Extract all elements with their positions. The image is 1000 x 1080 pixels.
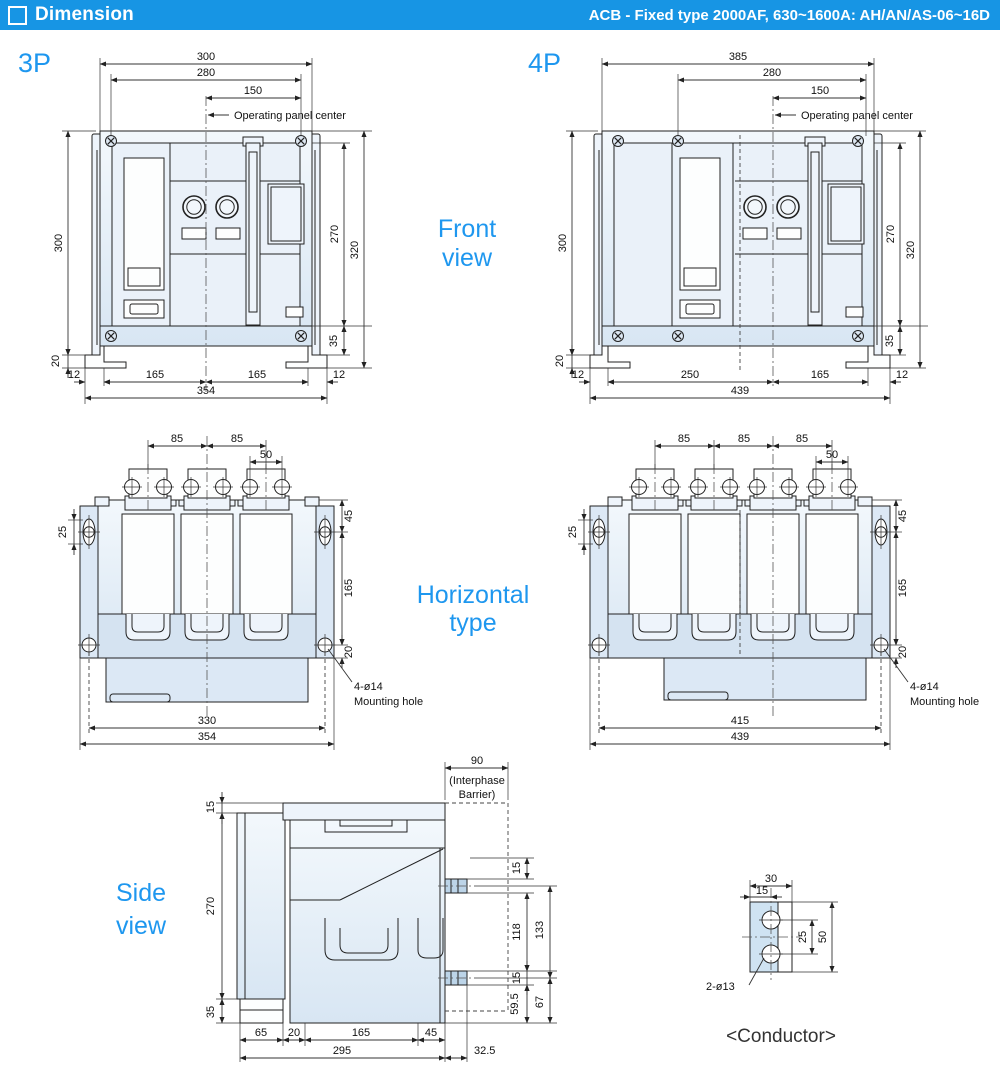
dim-front3-280: 280 [197, 67, 215, 79]
dimension-square-icon [8, 5, 27, 25]
dim-front4-h20: 20 [554, 355, 566, 367]
label-side-view-2: view [116, 912, 167, 940]
dim-front3-320: 320 [349, 241, 361, 259]
dim-horiz4-45: 45 [897, 510, 909, 522]
dim-horiz3-25: 25 [57, 526, 69, 538]
dim-front4-12l: 12 [572, 369, 584, 381]
dim-side-67: 67 [534, 996, 546, 1008]
dim-front4-250: 250 [681, 369, 699, 381]
dim-horiz3-165: 165 [343, 579, 355, 597]
dim-front3-165l: 165 [146, 369, 164, 381]
dim-front4-439: 439 [731, 385, 749, 397]
dim-side-r15b: 15 [511, 972, 523, 984]
dim-side-325: 32.5 [474, 1045, 495, 1057]
dim-front4-320: 320 [905, 241, 917, 259]
dim-front4-12r: 12 [896, 369, 908, 381]
dim-front4-35: 35 [884, 335, 896, 347]
dim-side-270: 270 [205, 897, 217, 915]
note-barrier-2: Barrier) [459, 789, 496, 801]
dim-front3-150: 150 [244, 85, 262, 97]
dim-horiz4-415: 415 [731, 715, 749, 727]
dim-front4-270: 270 [885, 225, 897, 243]
dim-horiz3-85b: 85 [231, 433, 243, 445]
dim-front3-h20: 20 [50, 355, 62, 367]
dim-front3-354: 354 [197, 385, 215, 397]
note-horiz3-hole-2: Mounting hole [354, 696, 423, 708]
dim-side-35: 35 [205, 1006, 217, 1018]
dim-side-90: 90 [471, 755, 483, 767]
dim-front3-12r: 12 [333, 369, 345, 381]
note-barrier-1: (Interphase [449, 775, 505, 787]
dim-horiz4-20: 20 [897, 646, 909, 658]
page-title: Dimension [35, 4, 134, 25]
dim-horiz3-20: 20 [343, 646, 355, 658]
dim-cond-15: 15 [756, 885, 768, 897]
dim-horiz3-50: 50 [260, 449, 272, 461]
note-horiz4-hole-1: 4-ø14 [910, 681, 939, 693]
dim-front3-300: 300 [197, 51, 215, 63]
dim-front4-385: 385 [729, 51, 747, 63]
dim-horiz4-50: 50 [826, 449, 838, 461]
dim-horiz4-165: 165 [897, 579, 909, 597]
dim-front4-h300: 300 [557, 234, 569, 252]
dim-side-l15: 15 [205, 801, 217, 813]
dim-side-r15a: 15 [511, 862, 523, 874]
dim-horiz3-45: 45 [343, 510, 355, 522]
dim-front3-12l: 12 [68, 369, 80, 381]
dim-front4-150: 150 [811, 85, 829, 97]
dim-horiz4-85c: 85 [796, 433, 808, 445]
dim-cond-50: 50 [817, 931, 829, 943]
note-cond-holes: 2-ø13 [706, 981, 735, 993]
dim-side-20: 20 [288, 1027, 300, 1039]
label-4p: 4P [528, 48, 561, 78]
label-horizontal-type-1: Horizontal [417, 581, 530, 609]
dim-horiz4-85b: 85 [738, 433, 750, 445]
dim-side-165: 165 [352, 1027, 370, 1039]
product-subtitle: ACB - Fixed type 2000AF, 630~1600A: AH/A… [588, 6, 990, 24]
horizontal-type-4p: 85 85 85 50 25 45 165 20 4-ø14 Mounting … [567, 433, 979, 750]
dim-side-595: 59.5 [509, 993, 521, 1014]
horizontal-type-3p: 85 85 50 25 45 165 20 4-ø14 Mounting hol… [57, 433, 423, 750]
dim-side-133: 133 [534, 921, 546, 939]
label-side-view-1: Side [116, 879, 166, 907]
note-front4-panel-center: Operating panel center [801, 110, 913, 122]
dim-side-45: 45 [425, 1027, 437, 1039]
label-front-view-2: view [442, 244, 493, 272]
dim-front3-h300: 300 [53, 234, 65, 252]
dim-front3-270: 270 [329, 225, 341, 243]
note-horiz4-hole-2: Mounting hole [910, 696, 979, 708]
dim-horiz3-330: 330 [198, 715, 216, 727]
dim-cond-25: 25 [797, 931, 809, 943]
dim-horiz4-85a: 85 [678, 433, 690, 445]
title-bar: Dimension ACB - Fixed type 2000AF, 630~1… [0, 0, 1000, 30]
dim-side-65: 65 [255, 1027, 267, 1039]
dim-side-295: 295 [333, 1045, 351, 1057]
dim-side-118: 118 [511, 923, 523, 941]
side-view: Side view 90 (Interphase Barrier) 15 270… [116, 755, 557, 1062]
dim-horiz4-25: 25 [567, 526, 579, 538]
note-horiz3-hole-1: 4-ø14 [354, 681, 383, 693]
dim-horiz3-354: 354 [198, 731, 216, 743]
label-front-view-1: Front [438, 215, 496, 243]
label-3p: 3P [18, 48, 51, 78]
dim-horiz3-85a: 85 [171, 433, 183, 445]
dim-horiz4-439: 439 [731, 731, 749, 743]
dim-front3-165r: 165 [248, 369, 266, 381]
note-front3-panel-center: Operating panel center [234, 110, 346, 122]
dim-front4-280: 280 [763, 67, 781, 79]
front-view-3p: 3P 300 280 150 Operating panel center 30… [18, 48, 372, 404]
label-horizontal-type-2: type [449, 609, 496, 637]
front-view-4p: 4P 385 280 150 Operating panel center 30… [528, 48, 928, 404]
dim-front3-35: 35 [328, 335, 340, 347]
conductor-detail: 30 15 25 50 2-ø13 <Conductor> [706, 873, 838, 1047]
dim-cond-30: 30 [765, 873, 777, 885]
conductor-caption: <Conductor> [726, 1026, 836, 1047]
dim-front4-165: 165 [811, 369, 829, 381]
